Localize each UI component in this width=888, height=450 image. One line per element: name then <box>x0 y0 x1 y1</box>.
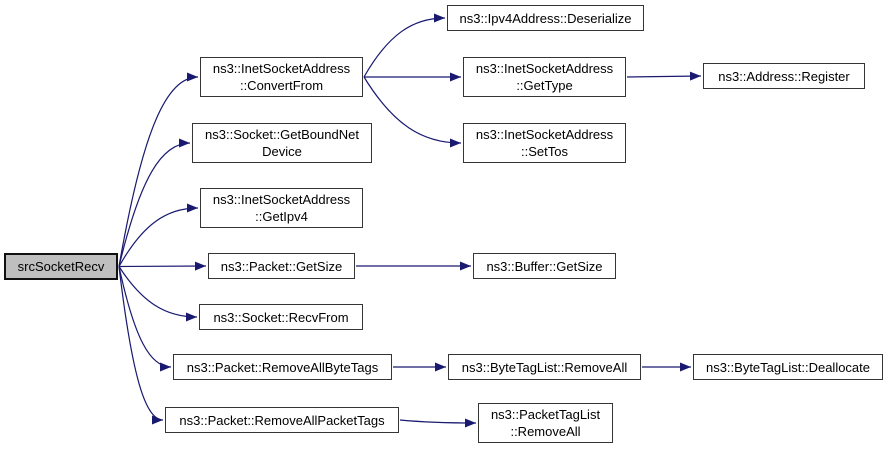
node-label: ns3::Address::Register <box>718 68 850 84</box>
node-label: ns3::InetSocketAddress <box>475 127 614 142</box>
node-label: ns3::InetSocketAddress <box>475 61 614 76</box>
edge-removeAllPacketTags-to-packetTagListRemoveAll <box>399 418 477 428</box>
node-byteTagListDeallocate[interactable]: ns3::ByteTagList::Deallocate <box>693 354 883 380</box>
node-byteTagListRemoveAll[interactable]: ns3::ByteTagList::RemoveAll <box>448 354 641 380</box>
node-label: ns3::InetSocketAddress <box>212 192 351 207</box>
node-label: ns3::InetSocketAddress <box>212 61 351 76</box>
node-label: ns3::Socket::RecvFrom <box>213 309 349 325</box>
node-label: ::SetTos <box>521 144 568 159</box>
node-label: ns3::Socket::GetBoundNet <box>205 127 359 142</box>
node-bufferGetSize[interactable]: ns3::Buffer::GetSize <box>473 253 616 279</box>
node-srcSocketRecv: srcSocketRecv <box>4 253 118 280</box>
node-label: srcSocketRecv <box>17 259 105 274</box>
edge-srcSocketRecv-to-packetGetSize <box>118 261 207 271</box>
node-label: ns3::ByteTagList::RemoveAll <box>461 359 628 375</box>
node-setTos[interactable]: ns3::InetSocketAddress::SetTos <box>463 123 626 163</box>
edge-convertFrom-to-ipv4Deserialize <box>363 13 446 78</box>
edge-convertFrom-to-setTos <box>363 76 462 148</box>
node-label: ns3::ByteTagList::Deallocate <box>705 359 871 375</box>
edge-srcSocketRecv-to-socketRecvFrom <box>118 266 198 322</box>
edge-srcSocketRecv-to-getBoundNetDevice <box>118 138 191 267</box>
edge-srcSocketRecv-to-convertFrom <box>118 72 199 267</box>
edge-getType-to-addressRegister <box>626 71 702 81</box>
node-socketRecvFrom[interactable]: ns3::Socket::RecvFrom <box>199 304 363 330</box>
node-ipv4Deserialize[interactable]: ns3::Ipv4Address::Deserialize <box>447 5 644 31</box>
edge-srcSocketRecv-to-removeAllPacketTags <box>118 266 164 425</box>
node-label: ::GetIpv4 <box>255 209 308 224</box>
node-packetGetSize[interactable]: ns3::Packet::GetSize <box>208 253 355 279</box>
node-label: ns3::PacketTagList <box>490 407 601 422</box>
node-label: ::GetType <box>516 78 573 93</box>
node-label: ns3::Packet::RemoveAllPacketTags <box>179 412 385 428</box>
node-label: Device <box>262 144 302 159</box>
edge-srcSocketRecv-to-removeAllByteTags <box>118 266 172 372</box>
node-label: ns3::Packet::GetSize <box>220 258 343 274</box>
node-removeAllByteTags[interactable]: ns3::Packet::RemoveAllByteTags <box>173 354 392 380</box>
node-getIpv4[interactable]: ns3::InetSocketAddress::GetIpv4 <box>200 188 363 228</box>
node-packetTagListRemoveAll[interactable]: ns3::PacketTagList::RemoveAll <box>478 403 613 443</box>
node-label: ::ConvertFrom <box>239 78 324 93</box>
node-getType[interactable]: ns3::InetSocketAddress::GetType <box>463 57 626 97</box>
node-label: ns3::Ipv4Address::Deserialize <box>459 10 632 26</box>
node-label: ns3::Buffer::GetSize <box>486 258 603 274</box>
node-addressRegister[interactable]: ns3::Address::Register <box>703 63 865 89</box>
node-convertFrom[interactable]: ns3::InetSocketAddress::ConvertFrom <box>200 57 363 97</box>
node-removeAllPacketTags[interactable]: ns3::Packet::RemoveAllPacketTags <box>165 407 399 433</box>
node-label: ns3::Packet::RemoveAllByteTags <box>186 359 379 375</box>
edge-srcSocketRecv-to-getIpv4 <box>118 203 199 267</box>
node-label: ::RemoveAll <box>510 424 581 439</box>
